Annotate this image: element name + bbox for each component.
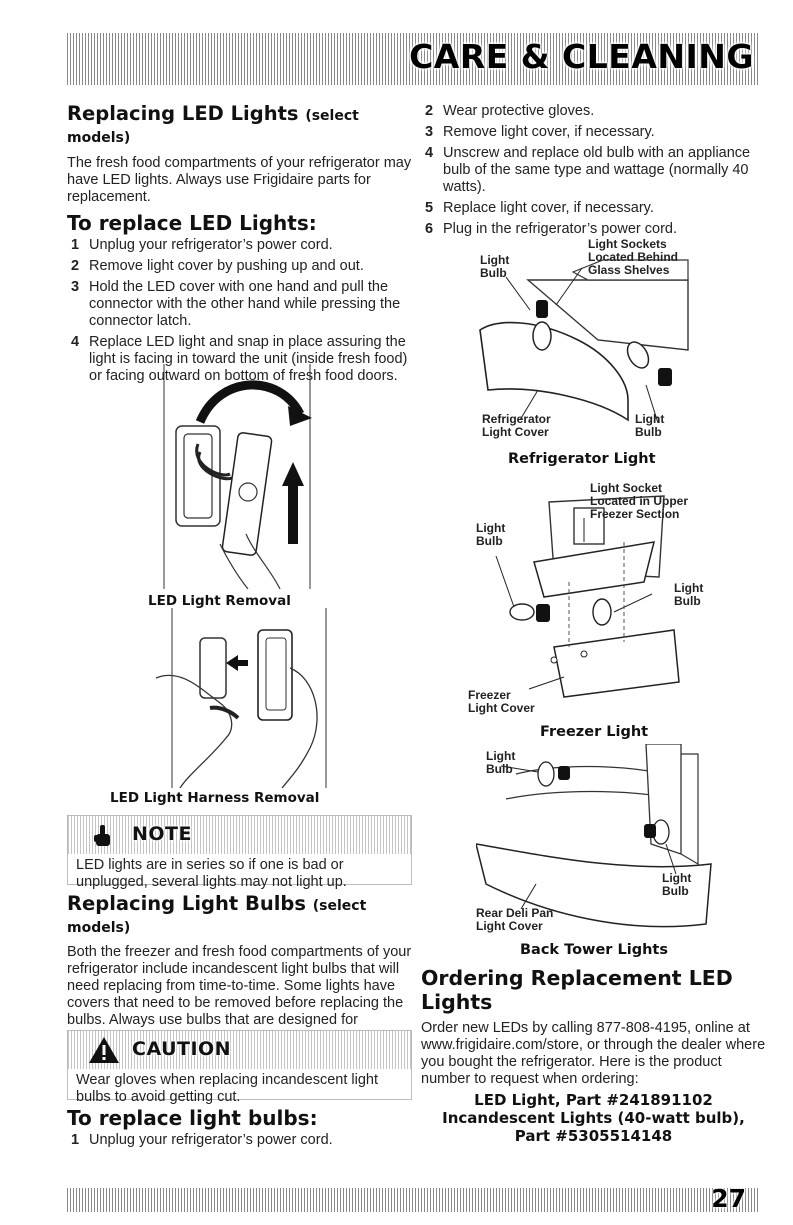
page-title: CARE & CLEANING	[409, 37, 754, 76]
freezer-light-figure: Light Socket Located in Upper Freezer Se…	[468, 481, 714, 744]
step-number: 2	[425, 103, 434, 119]
bulb-step-6: 6 Plug in the refrigerator’s power cord.	[421, 221, 766, 238]
left-column: Replacing LED Lights (select models) The…	[67, 102, 412, 389]
led-step-1: 1 Unplug your refrigerator’s power cord.	[67, 237, 412, 254]
freezer-caption: Freezer Light	[540, 724, 649, 740]
led-light-removal-figure: LED Light Removal	[148, 364, 320, 609]
fridge-light-bulb-label: Light Bulb	[480, 253, 510, 280]
step-text: Wear protective gloves.	[443, 103, 595, 119]
step-number: 5	[425, 200, 434, 216]
page-number: 27	[711, 1184, 746, 1213]
led-section-title: Replacing LED Lights (select models)	[67, 102, 412, 148]
bulb-step-3: 3 Remove light cover, if necessary.	[421, 124, 766, 141]
caution-text: Wear gloves when replacing incandescent …	[76, 1072, 378, 1105]
led-part-line: LED Light, Part #241891102	[474, 1091, 713, 1110]
incandescent-part-number: Part #5305514148	[514, 1127, 673, 1146]
step-number: 3	[425, 124, 434, 140]
ordering-text: Order new LEDs by calling 877-808-4195, …	[421, 1020, 766, 1088]
warning-triangle-icon	[88, 1036, 120, 1068]
bulb-step-2: 2 Wear protective gloves.	[421, 103, 766, 120]
ordering-part-lines: LED Light, Part #241891102 Incandescent …	[421, 1091, 766, 1145]
tower-light-bulb-right-label: Light Bulb	[662, 871, 692, 898]
step-text: Plug in the refrigerator’s power cord.	[443, 221, 677, 237]
footer-band: 27	[67, 1184, 760, 1213]
note-callout: NOTE LED lights are in series so if one …	[67, 815, 412, 890]
bulb-procedure-title: To replace light bulbs:	[67, 1106, 318, 1130]
bulb-section-title-text: Replacing Light Bulbs	[67, 892, 306, 915]
led-procedure-title: To replace LED Lights:	[67, 210, 317, 235]
bulb-steps-left-list: 1 Unplug your refrigerator’s power cord.	[67, 1132, 412, 1149]
step-text: Unplug your refrigerator’s power cord.	[89, 236, 333, 253]
bulb-step-5: 5 Replace light cover, if necessary.	[421, 200, 766, 217]
bulb-intro: Both the freezer and fresh food compartm…	[67, 943, 412, 1045]
step-number: 4	[71, 333, 80, 350]
led-intro: The fresh food compartments of your refr…	[67, 154, 412, 205]
ordering-title: Ordering Replacement LED Lights	[421, 966, 733, 1014]
step-number: 2	[71, 257, 80, 274]
freezer-light-bulb-left-label: Light Bulb	[476, 521, 506, 548]
caution-header: CAUTION	[68, 1031, 411, 1069]
caution-callout: CAUTION Wear gloves when replacing incan…	[67, 1030, 412, 1105]
step-text: Remove light cover by pushing up and out…	[89, 257, 364, 274]
fridge-sockets-label: Light Sockets Located Behind Glass Shelv…	[588, 237, 679, 277]
back-tower-lights-figure: Light Bulb Light Bulb Rear Deli Pan Ligh…	[474, 743, 716, 958]
fig1-caption: LED Light Removal	[148, 593, 291, 609]
led-section-qualifier: (select models)	[67, 108, 359, 147]
led-step-3: 3 Hold the LED cover with one hand and pu…	[67, 279, 412, 330]
led-harness-removal-illustration	[155, 608, 327, 789]
step-number: 6	[425, 221, 434, 237]
incandescent-part-line: Incandescent Lights (40-watt bulb),	[442, 1109, 745, 1128]
freezer-cover-label: Freezer Light Cover	[468, 688, 535, 715]
right-column: 2 Wear protective gloves. 3 Remove light co…	[421, 103, 766, 242]
step-text: Replace LED light and snap in place assu…	[89, 333, 408, 384]
bulb-section-qualifier: (select models)	[67, 898, 367, 937]
caution-title: CAUTION	[132, 1038, 232, 1060]
bulb-step-4: 4 Unscrew and replace old bulb with an ap…	[421, 145, 766, 196]
refrigerator-light-figure: Light Bulb Light Sockets Located Behind …	[478, 237, 693, 467]
led-section-title-text: Replacing LED Lights	[67, 102, 299, 125]
led-steps-list: 1 Unplug your refrigerator’s power cord. 2…	[67, 237, 412, 385]
freezer-light-bulb-right-label: Light Bulb	[674, 581, 704, 608]
bulb-step-1: 1 Unplug your refrigerator’s power cord.	[67, 1132, 412, 1149]
freezer-socket-label: Light Socket Located in Upper Freezer Se…	[590, 481, 689, 521]
tower-cover-label: Rear Deli Pan Light Cover	[476, 906, 554, 933]
step-number: 4	[425, 145, 434, 161]
tower-light-bulb-top-label: Light Bulb	[486, 749, 516, 776]
led-harness-removal-figure: LED Light Harness Removal	[110, 608, 335, 806]
refrigerator-light-illustration	[479, 259, 689, 424]
bulb-procedure: To replace light bulbs: 1 Unplug your ref…	[67, 1106, 412, 1153]
freezer-light-illustration	[495, 495, 680, 698]
fig2-caption: LED Light Harness Removal	[110, 790, 320, 806]
step-number: 1	[71, 1132, 80, 1148]
bulb-steps-right-list: 2 Wear protective gloves. 3 Remove light co…	[421, 103, 766, 238]
header-band: CARE & CLEANING	[67, 33, 760, 85]
step-text: Unplug your refrigerator’s power cord.	[89, 1132, 333, 1148]
tower-caption: Back Tower Lights	[520, 942, 668, 958]
step-text: Hold the LED cover with one hand and pul…	[89, 278, 401, 329]
step-text: Replace light cover, if necessary.	[443, 200, 654, 216]
note-title: NOTE	[132, 823, 192, 845]
bulb-section: Replacing Light Bulbs (select models) Bo…	[67, 892, 417, 1046]
ordering-section: Ordering Replacement LED Lights Order ne…	[421, 966, 766, 1145]
step-text: Remove light cover, if necessary.	[443, 124, 655, 140]
fridge-light-bulb-bottom-label: Light Bulb	[635, 412, 665, 439]
bulb-section-title: Replacing Light Bulbs (select models)	[67, 892, 417, 938]
step-text: Unscrew and replace old bulb with an app…	[443, 145, 751, 195]
fridge-caption: Refrigerator Light	[508, 451, 656, 467]
led-light-removal-illustration	[163, 364, 312, 590]
step-number: 1	[71, 236, 80, 253]
note-text: LED lights are in series so if one is ba…	[76, 857, 347, 890]
note-header: NOTE	[68, 816, 411, 854]
led-step-4: 4 Replace LED light and snap in place ass…	[67, 334, 412, 385]
fridge-cover-label: Refrigerator Light Cover	[482, 412, 551, 439]
back-tower-lights-illustration	[474, 743, 712, 928]
led-step-2: 2 Remove light cover by pushing up and ou…	[67, 258, 412, 275]
hand-pointer-icon	[92, 824, 114, 852]
step-number: 3	[71, 278, 80, 295]
